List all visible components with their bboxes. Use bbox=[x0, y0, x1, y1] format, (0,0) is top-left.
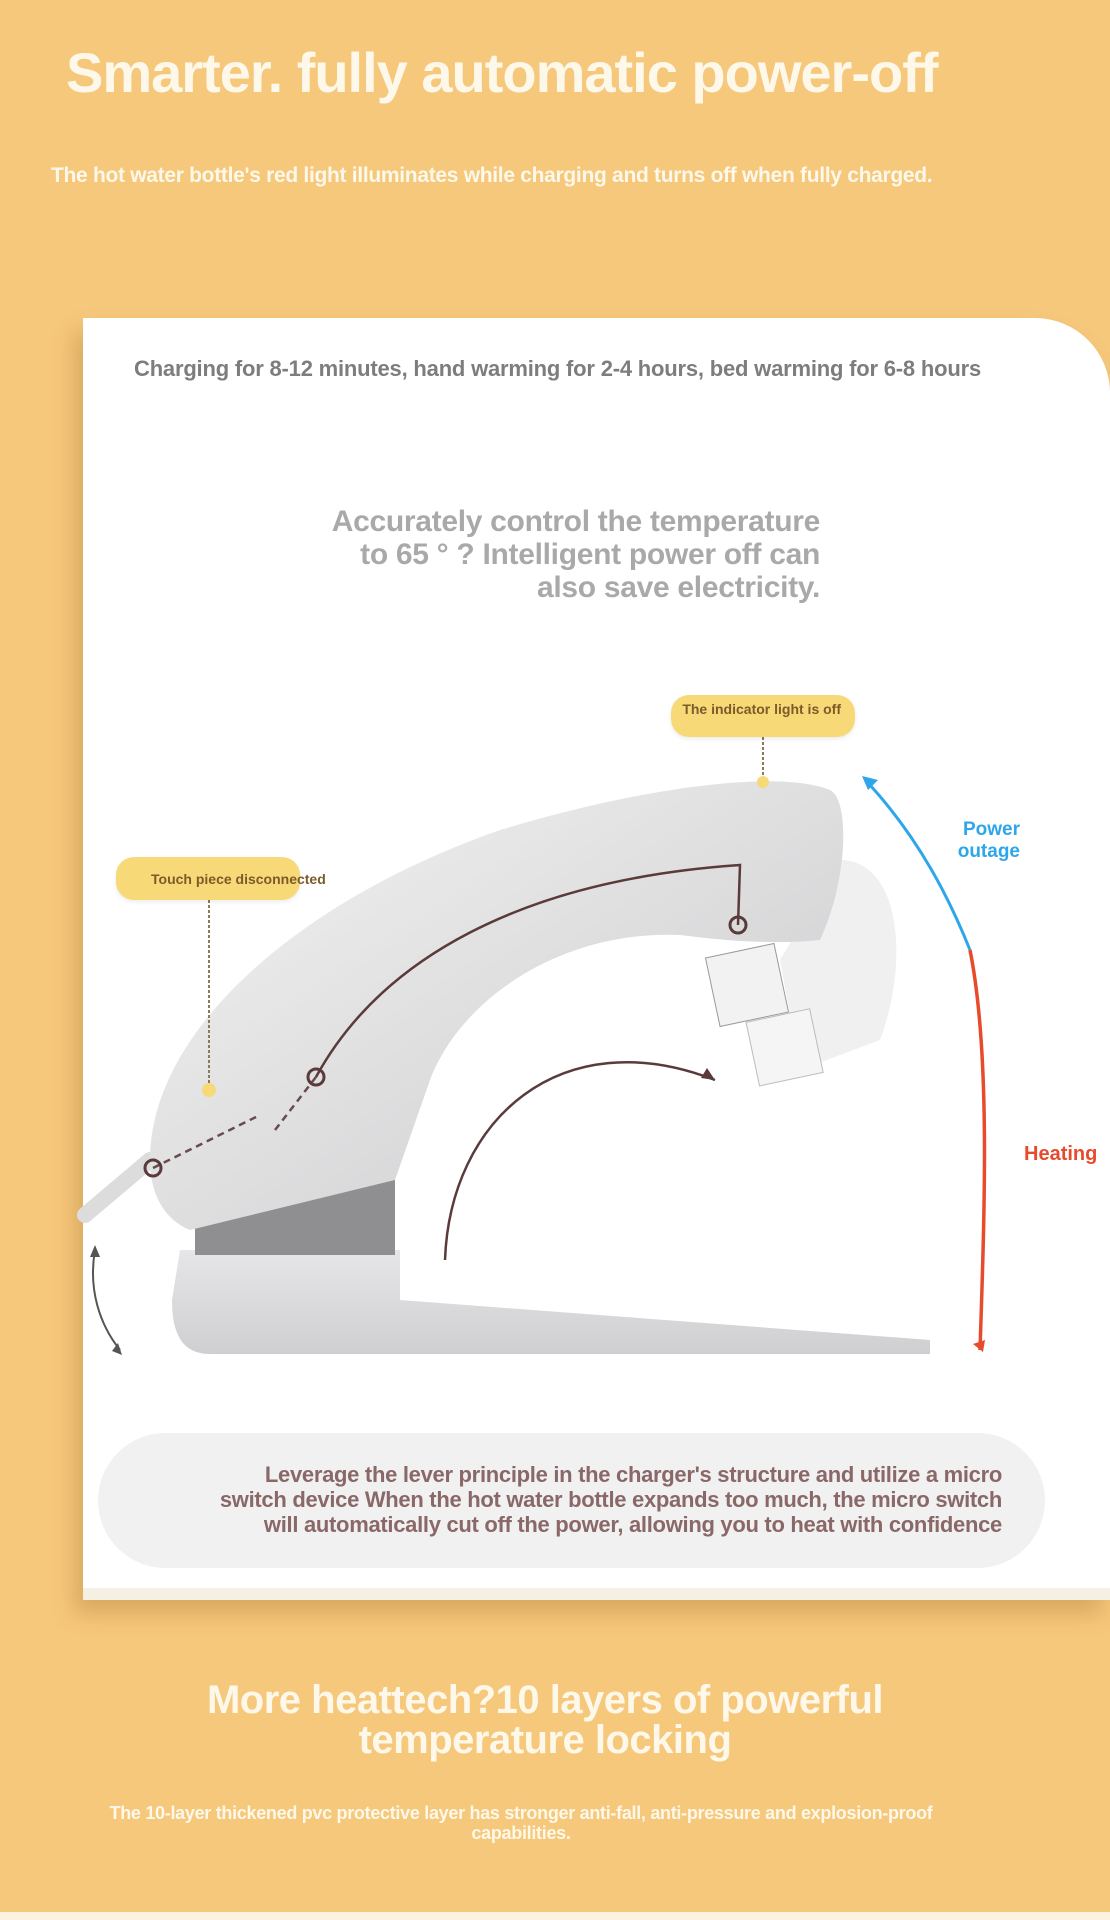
section2-description: The 10-layer thickened pvc protective la… bbox=[0, 1803, 1042, 1843]
section2-title: More heattech?10 layers of powerful temp… bbox=[0, 1680, 1090, 1760]
accuracy-text: Accurately control the temperature to 65… bbox=[331, 505, 821, 604]
heating-arc bbox=[968, 949, 987, 1351]
contact-point bbox=[728, 915, 748, 935]
charging-info: Charging for 8-12 minutes, hand warming … bbox=[134, 356, 981, 381]
title-line: More heattech?10 layers of powerful bbox=[206, 1678, 884, 1722]
callout-touch-piece: Touch piece disconnected bbox=[116, 857, 326, 900]
micro-switch bbox=[745, 1008, 824, 1087]
power-label-line: Power bbox=[962, 819, 1020, 840]
arrow-up-icon bbox=[862, 776, 878, 790]
lever-line: Leverage the lever principle in the char… bbox=[264, 1462, 1002, 1487]
power-outage-arc bbox=[868, 783, 972, 951]
power-cord bbox=[77, 1152, 158, 1223]
micro-switch bbox=[704, 942, 790, 1028]
accuracy-line: also save electricity. bbox=[536, 571, 820, 604]
title-line: temperature locking bbox=[358, 1718, 732, 1762]
tilt-arrow bbox=[92, 1249, 121, 1351]
rotation-arrow bbox=[443, 1061, 716, 1261]
indicator-dot bbox=[757, 776, 769, 788]
description-line: The 10-layer thickened pvc protective la… bbox=[109, 1803, 933, 1823]
description-line: capabilities. bbox=[471, 1823, 571, 1843]
lever-info-pill bbox=[98, 1433, 1045, 1568]
charger-body bbox=[150, 781, 844, 1230]
charger-base bbox=[172, 1250, 930, 1354]
card-edge bbox=[83, 1588, 1110, 1600]
lever-line: switch device When the hot water bottle … bbox=[219, 1487, 1002, 1512]
lever-info-text: Leverage the lever principle in the char… bbox=[220, 1462, 1002, 1537]
touch-dot bbox=[202, 1083, 216, 1097]
arrow-head-icon bbox=[90, 1245, 122, 1355]
lever-line: will automatically cut off the power, al… bbox=[263, 1512, 1002, 1537]
contact-point bbox=[306, 1067, 326, 1087]
callout-indicator-light: The indicator light is off bbox=[671, 695, 855, 737]
arrow-head-icon bbox=[701, 1068, 715, 1080]
arrow-down-icon bbox=[973, 1340, 985, 1352]
page-title: Smarter. fully automatic power-off bbox=[66, 41, 938, 104]
heating-label: Heating bbox=[1024, 1143, 1098, 1165]
page-subtitle: The hot water bottle's red light illumin… bbox=[51, 164, 933, 187]
feature-card bbox=[83, 318, 1110, 1599]
accuracy-line: to 65 ° ? Intelligent power off can bbox=[360, 538, 820, 571]
power-label-line: outage bbox=[957, 841, 1020, 862]
accuracy-line: Accurately control the temperature bbox=[331, 505, 821, 538]
footer-strip bbox=[0, 1912, 1110, 1920]
contact-point bbox=[143, 1158, 163, 1178]
disconnected-line bbox=[152, 1076, 317, 1170]
circuit-line bbox=[314, 863, 742, 1078]
power-outage-label: Power outage bbox=[945, 819, 1020, 863]
